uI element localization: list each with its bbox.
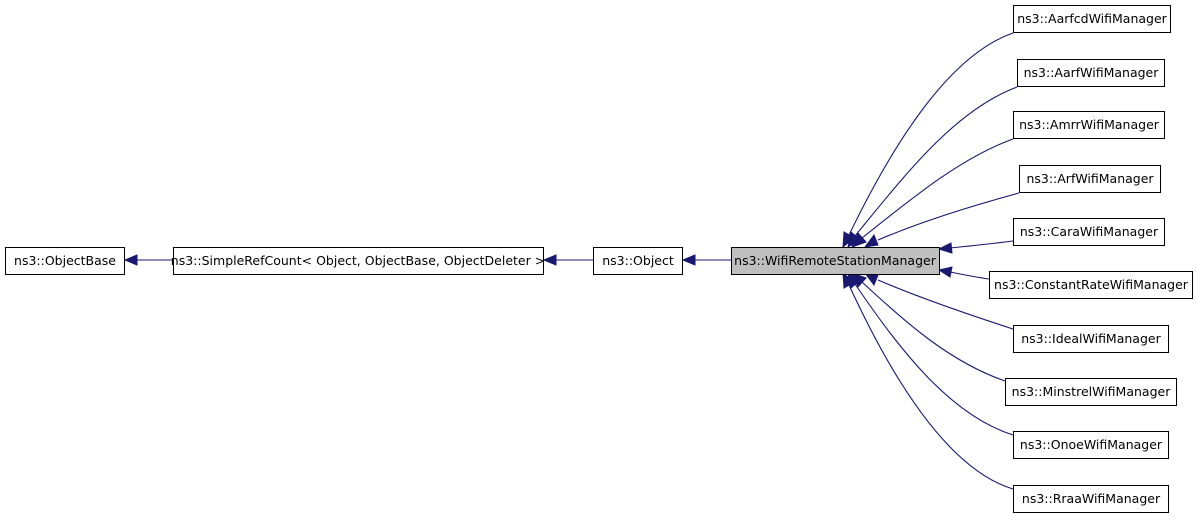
arrowhead-wifiremote-5	[937, 242, 953, 254]
node-constantratewifimanager-label: ns3::ConstantRateWifiManager	[994, 277, 1189, 292]
node-wifiremotestationmanager-label: ns3::WifiRemoteStationManager	[734, 253, 937, 268]
node-onoewifimanager-label: ns3::OnoeWifiManager	[1020, 437, 1163, 452]
node-carawifimanager[interactable]: ns3::CaraWifiManager	[1013, 218, 1165, 246]
node-object-label: ns3::Object	[602, 253, 674, 268]
arrowhead-simplerefcount	[542, 254, 557, 266]
node-amrrwifimanager-label: ns3::AmrrWifiManager	[1019, 117, 1160, 132]
node-aarfcdwifimanager-label: ns3::AarfcdWifiManager	[1017, 11, 1167, 26]
node-aarfwifimanager[interactable]: ns3::AarfWifiManager	[1017, 59, 1165, 87]
node-idealwifimanager-label: ns3::IdealWifiManager	[1021, 331, 1161, 346]
node-wifiremotestationmanager[interactable]: ns3::WifiRemoteStationManager	[731, 247, 940, 275]
edge-aarf	[854, 86, 1018, 237]
edge-amrr	[861, 138, 1014, 239]
node-simplerefcount[interactable]: ns3::SimpleRefCount< Object, ObjectBase,…	[171, 247, 545, 275]
edge-minstrel	[861, 281, 1006, 382]
node-idealwifimanager[interactable]: ns3::IdealWifiManager	[1013, 325, 1169, 353]
node-arfwifimanager-label: ns3::ArfWifiManager	[1026, 171, 1154, 186]
node-minstrelwifimanager-label: ns3::MinstrelWifiManager	[1012, 384, 1172, 399]
node-objectbase[interactable]: ns3::ObjectBase	[5, 247, 125, 275]
arrowhead-wifiremote-10	[842, 271, 855, 289]
edge-constantrate	[949, 271, 990, 280]
arrowhead-wifiremote-4	[863, 233, 879, 248]
edge-ideal	[877, 279, 1014, 330]
node-onoewifimanager[interactable]: ns3::OnoeWifiManager	[1013, 431, 1169, 459]
inheritance-edges	[123, 32, 1020, 490]
node-rraawifimanager[interactable]: ns3::RraaWifiManager	[1013, 485, 1169, 513]
node-amrrwifimanager[interactable]: ns3::AmrrWifiManager	[1013, 111, 1165, 139]
node-arfwifimanager[interactable]: ns3::ArfWifiManager	[1019, 165, 1161, 193]
node-carawifimanager-label: ns3::CaraWifiManager	[1020, 224, 1159, 239]
edge-aarfcd	[848, 32, 1014, 236]
edge-onoe	[854, 283, 1014, 436]
edge-cara	[949, 240, 1014, 249]
node-objectbase-label: ns3::ObjectBase	[14, 253, 116, 268]
node-object[interactable]: ns3::Object	[593, 247, 683, 275]
node-aarfcdwifimanager[interactable]: ns3::AarfcdWifiManager	[1013, 5, 1171, 33]
edge-arf	[877, 192, 1020, 241]
node-constantratewifimanager[interactable]: ns3::ConstantRateWifiManager	[989, 271, 1193, 299]
node-aarfwifimanager-label: ns3::AarfWifiManager	[1024, 65, 1160, 80]
node-rraawifimanager-label: ns3::RraaWifiManager	[1022, 491, 1161, 506]
arrowhead-wifiremote-3	[851, 232, 867, 248]
arrowhead-objectbase	[123, 254, 138, 266]
node-simplerefcount-label: ns3::SimpleRefCount< Object, ObjectBase,…	[171, 253, 545, 268]
arrowhead-object	[681, 254, 696, 266]
edge-rraa	[848, 284, 1014, 490]
node-minstrelwifimanager[interactable]: ns3::MinstrelWifiManager	[1005, 378, 1177, 406]
arrowhead-wifiremote-6	[937, 266, 953, 278]
